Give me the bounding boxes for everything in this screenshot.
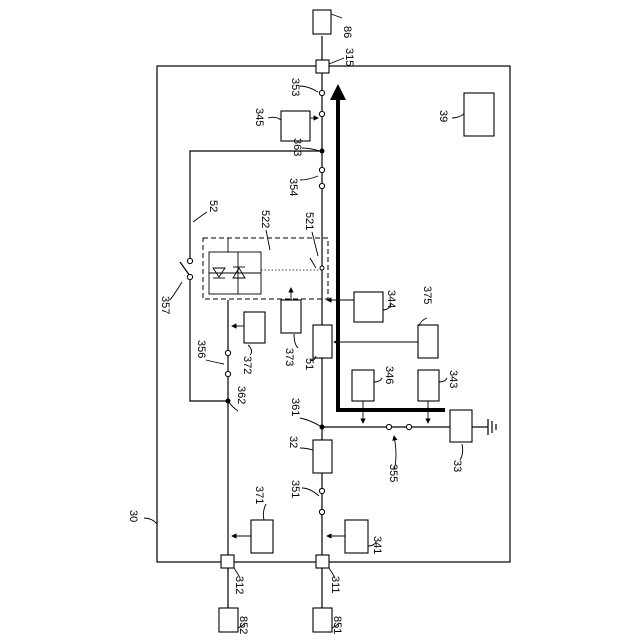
diode-a xyxy=(213,268,225,277)
label-363: 363 xyxy=(291,138,303,156)
label-353: 353 xyxy=(289,78,301,96)
box-39 xyxy=(464,93,494,136)
box-32 xyxy=(313,440,332,473)
box-371 xyxy=(251,520,273,553)
current-path xyxy=(338,92,445,410)
leader-343 xyxy=(439,378,447,382)
box-373 xyxy=(281,300,301,333)
box-852 xyxy=(219,608,238,632)
connector-315 xyxy=(316,60,329,73)
label-341: 341 xyxy=(371,536,383,554)
switch-357-contact-b xyxy=(187,274,192,279)
leader-52 xyxy=(193,212,207,222)
label-51: 51 xyxy=(303,358,315,370)
housing-30 xyxy=(157,66,510,562)
switch-351-contact-b xyxy=(319,509,324,514)
leader-86 xyxy=(331,14,342,18)
label-355: 355 xyxy=(387,464,399,482)
leader-351 xyxy=(302,488,319,496)
switch-357-blade xyxy=(180,262,190,276)
switch-351-contact-a xyxy=(319,488,324,493)
connector-312 xyxy=(221,555,234,568)
leader-30 xyxy=(144,518,157,524)
switch-355-contact-b xyxy=(406,424,411,429)
switch-355-contact-a xyxy=(386,424,391,429)
label-354: 354 xyxy=(287,178,299,196)
leader-33 xyxy=(460,444,463,460)
label-361: 361 xyxy=(289,398,301,416)
switch-357-contact-a xyxy=(187,258,192,263)
box-375 xyxy=(418,325,438,358)
switch-353-contact-a xyxy=(319,90,324,95)
leader-354 xyxy=(300,176,318,180)
contact-521-blade xyxy=(310,258,316,268)
label-315: 315 xyxy=(343,48,355,66)
label-39: 39 xyxy=(437,110,449,122)
leader-522 xyxy=(266,230,270,250)
label-373: 373 xyxy=(283,348,295,366)
label-375: 375 xyxy=(421,286,433,304)
leader-356 xyxy=(206,360,224,364)
label-362: 362 xyxy=(235,386,247,404)
label-522: 522 xyxy=(259,210,271,228)
leader-373 xyxy=(294,334,298,348)
label-852: 852 xyxy=(237,616,249,634)
box-51 xyxy=(313,325,332,358)
leader-39 xyxy=(452,114,464,118)
box-372 xyxy=(244,312,265,343)
leader-521 xyxy=(312,232,318,256)
label-346: 346 xyxy=(383,366,395,384)
switch-354-contact-b xyxy=(319,183,324,188)
leader-372 xyxy=(248,345,252,355)
label-30: 30 xyxy=(127,510,139,522)
switch-353-contact-b xyxy=(319,111,324,116)
box-851 xyxy=(313,608,332,632)
label-312: 312 xyxy=(233,576,245,594)
leader-345 xyxy=(268,117,281,120)
label-372: 372 xyxy=(241,356,253,374)
leader-361 xyxy=(300,418,320,426)
leader-346 xyxy=(374,378,382,382)
label-33: 33 xyxy=(451,460,463,472)
label-86: 86 xyxy=(341,26,353,38)
label-345: 345 xyxy=(253,108,265,126)
leader-371 xyxy=(263,504,266,520)
label-344: 344 xyxy=(385,290,397,308)
switch-356-contact-b xyxy=(225,371,230,376)
label-311: 311 xyxy=(329,576,341,594)
label-357: 357 xyxy=(159,296,171,314)
leader-32 xyxy=(300,448,313,450)
leader-353 xyxy=(300,86,318,92)
box-33 xyxy=(450,410,472,442)
label-32: 32 xyxy=(287,436,299,448)
label-351: 351 xyxy=(289,480,301,498)
connector-311 xyxy=(316,555,329,568)
box-345 xyxy=(281,111,310,141)
label-52: 52 xyxy=(207,200,219,212)
label-851: 851 xyxy=(331,616,343,634)
box-343 xyxy=(418,370,439,401)
label-521: 521 xyxy=(303,212,315,230)
switch-354-contact-a xyxy=(319,167,324,172)
box-344 xyxy=(354,292,383,322)
relay-box-52 xyxy=(203,238,328,299)
label-356: 356 xyxy=(195,340,207,358)
label-371: 371 xyxy=(253,486,265,504)
leader-315 xyxy=(329,58,344,64)
box-346 xyxy=(352,370,374,401)
contact-521-point xyxy=(320,266,324,270)
box-86 xyxy=(313,10,331,34)
switch-356-contact-a xyxy=(225,350,230,355)
box-341 xyxy=(345,520,368,553)
label-343: 343 xyxy=(447,370,459,388)
